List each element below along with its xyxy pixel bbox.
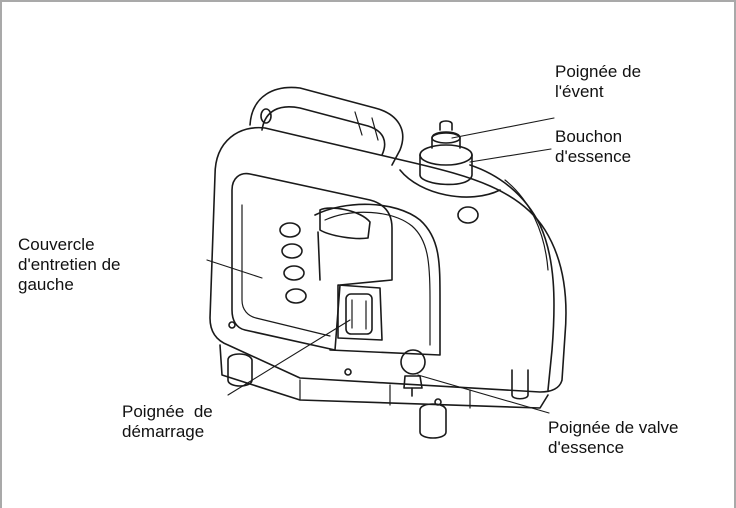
label-fuel-valve-handle: Poignée de valve d'essence bbox=[548, 418, 679, 457]
label-vent-handle: Poignée de l'évent bbox=[555, 62, 642, 101]
label-start-handle: Poignée de démarrage bbox=[122, 402, 213, 441]
label-fuel-cap: Bouchon d'essence bbox=[555, 127, 632, 166]
label-left-service-cover: Couvercle d'entretien de gauche bbox=[18, 235, 121, 294]
